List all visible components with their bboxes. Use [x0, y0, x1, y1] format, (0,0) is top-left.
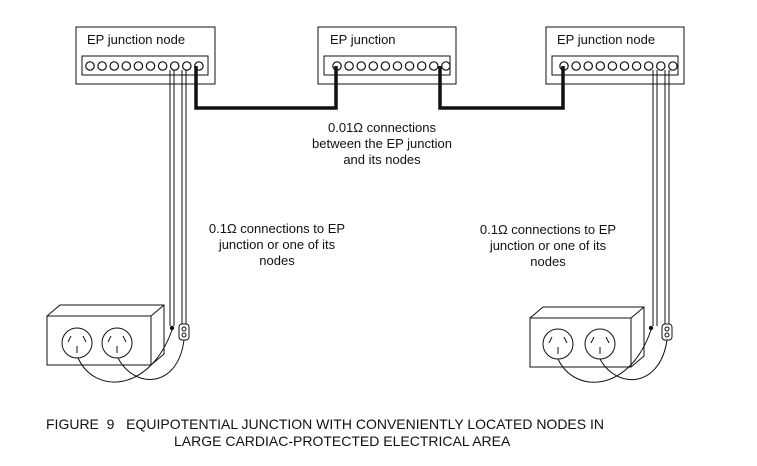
left-terminal — [109, 61, 119, 71]
right-terminal — [571, 61, 581, 71]
left-annotation-line-2: junction or one of its — [218, 237, 336, 252]
right-node-terminals — [559, 61, 678, 71]
right-terminal — [619, 61, 630, 71]
right-terminal — [583, 61, 593, 71]
left-terminal — [133, 61, 144, 71]
left-outlet-socket-1 — [61, 327, 93, 359]
center-annotation-line-1: 0.01Ω connections — [328, 120, 437, 135]
center-terminal — [392, 61, 403, 71]
center-annotation: 0.01Ω connections between the EP junctio… — [312, 120, 452, 167]
right-outlet — [529, 306, 673, 383]
right-node: EP junction node — [545, 26, 685, 85]
left-earth-stud — [178, 323, 190, 341]
center-terminal — [404, 61, 415, 71]
right-terminal — [668, 61, 678, 71]
center-terminal — [380, 61, 391, 71]
left-outlet-earth-dot — [169, 325, 175, 331]
right-annotation-line-2: junction or one of its — [489, 238, 607, 253]
left-terminal — [97, 61, 107, 71]
center-terminal — [368, 61, 379, 71]
left-node: EP junction node — [75, 26, 216, 85]
right-loop-wire-2 — [599, 339, 668, 381]
right-terminal — [595, 61, 606, 71]
left-node-title: EP junction node — [87, 32, 185, 47]
left-loop-wire-1 — [77, 329, 173, 383]
left-terminal — [169, 61, 180, 71]
center-terminal — [344, 61, 354, 71]
right-annotation-line-3: nodes — [530, 254, 566, 269]
left-terminal — [182, 61, 192, 71]
left-annotation-line-3: nodes — [259, 253, 295, 268]
left-annotation-line-1: 0.1Ω connections to EP — [209, 221, 345, 236]
center-terminal — [356, 61, 366, 71]
left-outlet-socket-2 — [101, 327, 133, 359]
left-node-terminals — [85, 61, 204, 71]
left-outlet — [46, 304, 190, 383]
right-outlet-face — [529, 317, 632, 368]
left-terminal — [121, 61, 132, 71]
left-terminal — [145, 61, 156, 71]
left-outlet-face — [46, 315, 152, 366]
center-terminal — [441, 61, 451, 71]
center-terminal — [416, 61, 427, 71]
center-node-title: EP junction — [330, 32, 396, 47]
right-annotation-line-1: 0.1Ω connections to EP — [480, 222, 616, 237]
left-terminal — [85, 61, 95, 71]
figure-caption-line-1: FIGURE 9 EQUIPOTENTIAL JUNCTION WITH CON… — [46, 416, 604, 432]
right-outlet-earth-dot — [648, 325, 654, 331]
thick-connection-right — [438, 66, 565, 110]
left-annotation: 0.1Ω connections to EP junction or one o… — [209, 221, 345, 268]
figure-caption-line-2: LARGE CARDIAC-PROTECTED ELECTRICAL AREA — [174, 433, 511, 449]
right-terminal — [655, 61, 666, 71]
left-loop-wire-2 — [117, 339, 185, 380]
right-terminal — [631, 61, 642, 71]
right-earth-stud — [661, 323, 673, 341]
right-thin-wires — [652, 70, 670, 326]
right-node-title: EP junction node — [557, 32, 655, 47]
left-terminal — [157, 61, 168, 71]
thick-connection-left — [194, 66, 338, 110]
right-annotation: 0.1Ω connections to EP junction or one o… — [480, 222, 616, 269]
center-annotation-line-3: and its nodes — [343, 152, 421, 167]
center-terminal — [428, 61, 439, 71]
left-thin-wires — [169, 70, 187, 326]
center-node: EP junction — [317, 26, 457, 85]
right-terminal — [643, 61, 654, 71]
right-terminal — [607, 61, 618, 71]
center-annotation-line-2: between the EP junction — [312, 136, 452, 151]
right-loop-wire-1 — [557, 329, 652, 383]
